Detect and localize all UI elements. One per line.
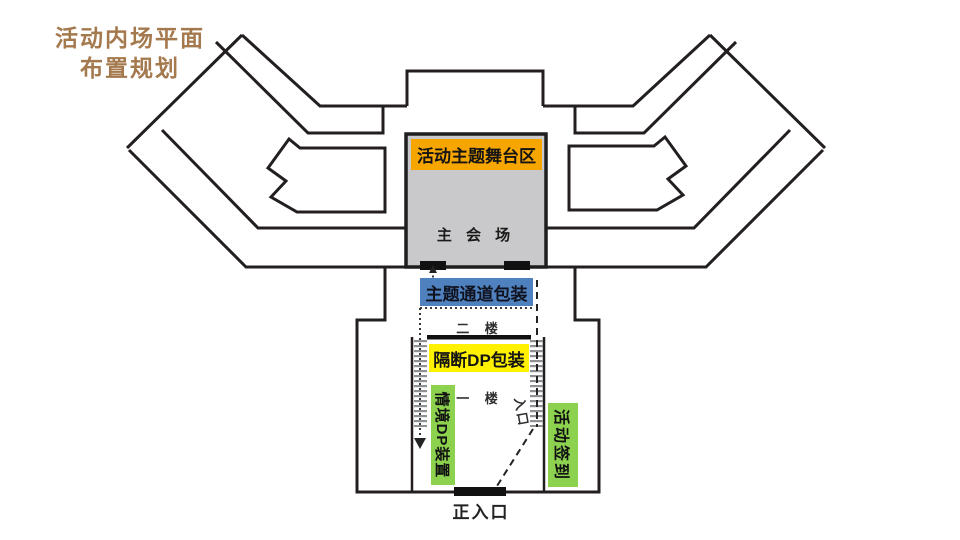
page-title: 活动内场平面 布置规划 [22, 24, 238, 84]
scene-dp-zone: 情境DP装置 [431, 385, 455, 485]
right-wing-walls [543, 33, 827, 322]
flow-arrow-up [429, 265, 437, 273]
checkin-zone: 活动签到 [548, 403, 578, 487]
partition-dp-label: 隔断DP包装 [429, 344, 529, 372]
stage-area-label: 活动主题舞台区 [411, 139, 542, 170]
floor-divider [427, 335, 531, 340]
main-venue-label: 主 会 场 [436, 227, 516, 244]
page-title-line1: 活动内场平面 [55, 26, 205, 51]
flow-dashed-diagonal [496, 428, 534, 487]
flow-arrow-down [414, 438, 426, 449]
second-floor-label: 二 楼 [456, 321, 504, 336]
checkin-label: 活动签到 [552, 408, 569, 481]
corridor-label: 主题通道包装 [420, 278, 533, 306]
main-entrance-label: 正入口 [452, 503, 510, 522]
first-floor-label: 一 楼 [456, 391, 504, 406]
venue-door-right [504, 261, 530, 270]
main-entrance-door [454, 487, 506, 496]
building-outline [125, 33, 827, 494]
scene-dp-label: 情境DP装置 [433, 391, 451, 479]
left-wing-walls [125, 33, 407, 322]
page-title-line2: 布置规划 [80, 56, 180, 81]
stage-top-bump [405, 69, 545, 106]
